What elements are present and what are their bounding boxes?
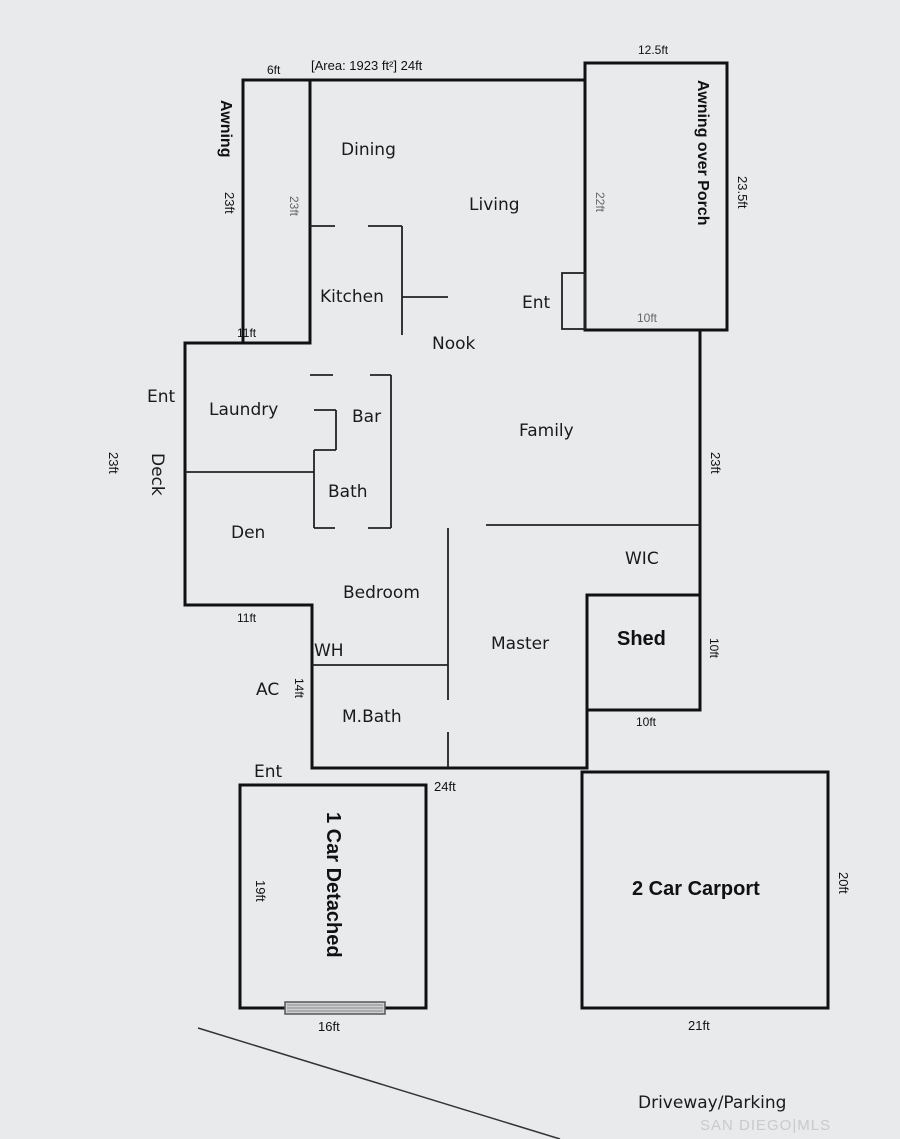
label-ac: AC: [256, 680, 279, 700]
room-den: Den: [231, 523, 265, 543]
label-ent-side: Ent: [147, 387, 176, 407]
dim-awning-23ft: 23ft: [222, 192, 237, 214]
room-one-car-detached: 1 Car Detached: [322, 812, 344, 958]
label-awning-over-porch: Awning over Porch: [694, 80, 711, 226]
room-bar: Bar: [352, 407, 381, 427]
room-kitchen: Kitchen: [320, 287, 384, 307]
room-bath: Bath: [328, 482, 368, 502]
label-awning: Awning: [217, 100, 234, 157]
front-entry-step: [561, 272, 586, 330]
room-bedroom: Bedroom: [343, 583, 420, 603]
dim-bottom-24ft: 24ft: [434, 779, 456, 794]
dim-carport-21ft: 21ft: [688, 1018, 710, 1033]
dim-porch-10ft: 10ft: [637, 311, 658, 325]
room-two-car-carport: 2 Car Carport: [632, 878, 760, 900]
dim-garage-19ft: 19ft: [253, 880, 268, 902]
room-mbath: M.Bath: [342, 707, 402, 727]
porch-awning-box: [583, 61, 729, 332]
dim-den-11ft: 11ft: [237, 611, 257, 625]
label-deck: Deck: [147, 453, 167, 496]
shed-box: [585, 593, 702, 712]
watermark: SAN DIEGO|MLS: [700, 1117, 831, 1134]
room-wic: WIC: [625, 549, 659, 569]
room-shed: Shed: [617, 628, 666, 650]
label-wh: WH: [314, 641, 344, 661]
dim-wh-14ft: 14ft: [292, 678, 306, 699]
interior-walls: [185, 225, 700, 768]
dim-shed-10ft-bottom: 10ft: [636, 715, 657, 729]
property-line: [197, 1027, 561, 1139]
dim-top-6ft: 6ft: [267, 63, 281, 77]
dim-laundry-11ft: 11ft: [237, 326, 257, 340]
dim-right-23ft: 23ft: [708, 452, 723, 474]
room-living: Living: [469, 195, 520, 215]
dim-left-23ft: 23ft: [106, 452, 121, 474]
room-family: Family: [519, 421, 574, 441]
dim-awning-inner-23ft: 23ft: [287, 196, 301, 217]
area-label: [Area: 1923 ft²] 24ft: [311, 58, 423, 73]
label-ent-garage: Ent: [254, 762, 283, 782]
dim-carport-20ft: 20ft: [836, 872, 851, 894]
two-car-carport-box: [580, 770, 830, 1010]
room-dining: Dining: [341, 140, 396, 160]
dim-shed-10ft-side: 10ft: [707, 638, 721, 659]
room-nook: Nook: [432, 334, 476, 354]
dim-porch-22ft: 22ft: [593, 192, 607, 213]
dim-top-12-5ft: 12.5ft: [638, 43, 669, 57]
label-ent-front: Ent: [522, 293, 551, 313]
dim-garage-16ft: 16ft: [318, 1019, 340, 1034]
dim-porch-23-5ft: 23.5ft: [735, 176, 750, 209]
room-master: Master: [491, 634, 549, 654]
label-driveway: Driveway/Parking: [638, 1093, 786, 1113]
room-laundry: Laundry: [209, 400, 278, 420]
